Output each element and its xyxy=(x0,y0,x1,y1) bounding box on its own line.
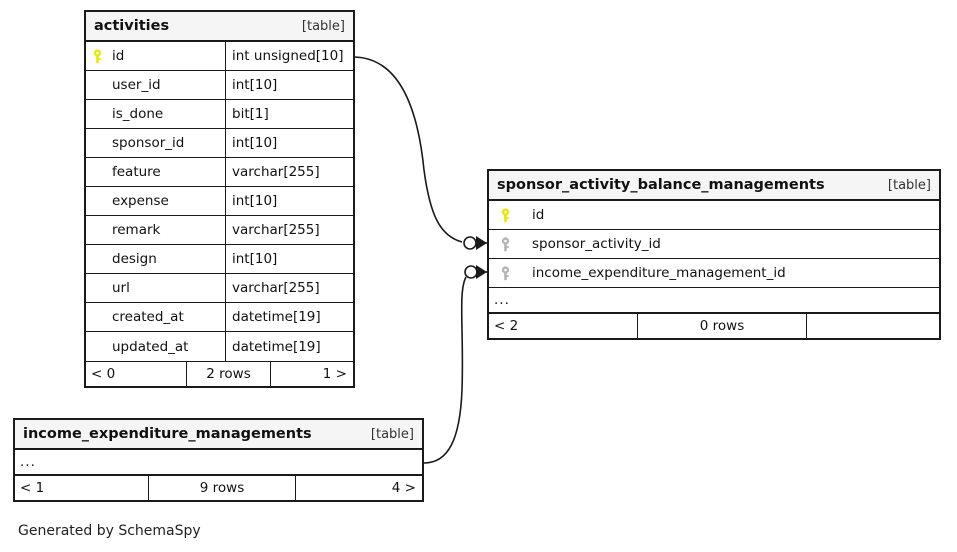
table-row[interactable]: updated_at datetime[19] xyxy=(86,332,353,361)
column-name: income_expenditure_management_id xyxy=(532,265,786,281)
cardinality-zero-circle xyxy=(464,265,478,279)
cardinality-zero-circle xyxy=(463,236,477,250)
column-type: int[10] xyxy=(225,129,353,157)
table-row[interactable]: design int[10] xyxy=(86,245,353,274)
table-row[interactable]: expense int[10] xyxy=(86,187,353,216)
table-activities-header: activities [table] xyxy=(86,12,353,42)
table-truncated-indicator: ... xyxy=(489,288,939,313)
column-type: datetime[19] xyxy=(225,303,353,331)
column-type: int[10] xyxy=(225,187,353,215)
column-name: design xyxy=(112,251,157,267)
footer-row-count: 9 rows xyxy=(148,476,296,500)
table-income-expenditure-managements-tag: [table] xyxy=(370,426,414,442)
column-name: updated_at xyxy=(112,338,189,355)
table-sponsor-activity-balance-managements-title: sponsor_activity_balance_managements xyxy=(497,177,825,193)
column-name: created_at xyxy=(112,309,184,325)
column-name: expense xyxy=(112,193,169,209)
primary-key-icon xyxy=(86,48,108,64)
table-truncated-indicator: ... xyxy=(15,450,422,475)
column-name: sponsor_activity_id xyxy=(532,236,661,252)
footer-row-count: 0 rows xyxy=(637,314,807,338)
column-name: url xyxy=(112,280,130,296)
footer-next[interactable]: 1 > xyxy=(322,366,347,382)
column-name: user_id xyxy=(112,77,161,93)
generated-by-caption: Generated by SchemaSpy xyxy=(18,523,201,539)
footer-prev[interactable]: < 1 xyxy=(20,480,45,496)
column-name: feature xyxy=(112,164,161,180)
column-name: sponsor_id xyxy=(112,135,185,151)
table-row[interactable]: remark varchar[255] xyxy=(86,216,353,245)
column-type: int[10] xyxy=(225,245,353,273)
footer-next[interactable] xyxy=(807,314,939,338)
table-sponsor-activity-balance-managements[interactable]: sponsor_activity_balance_managements [ta… xyxy=(487,169,941,340)
table-row[interactable]: created_at datetime[19] xyxy=(86,303,353,332)
footer-prev[interactable]: < 2 xyxy=(494,318,519,334)
primary-key-icon xyxy=(494,207,516,223)
column-type: varchar[255] xyxy=(225,274,353,302)
column-type: bit[1] xyxy=(225,100,353,128)
table-income-expenditure-managements-title: income_expenditure_managements xyxy=(23,426,312,442)
table-row[interactable]: sponsor_activity_id xyxy=(489,230,939,259)
table-row[interactable]: is_done bit[1] xyxy=(86,100,353,129)
table-row[interactable]: url varchar[255] xyxy=(86,274,353,303)
table-row[interactable]: feature varchar[255] xyxy=(86,158,353,187)
relationship-income-expenditure-to-management-id xyxy=(423,265,487,464)
table-activities-columns: id int unsigned[10] user_id int[10] is_d… xyxy=(86,42,353,361)
table-row[interactable]: id xyxy=(489,201,939,230)
table-activities-title: activities xyxy=(94,18,170,34)
table-row[interactable]: id int unsigned[10] xyxy=(86,42,353,71)
table-activities-footer: < 0 2 rows 1 > xyxy=(86,361,353,386)
table-row[interactable]: sponsor_id int[10] xyxy=(86,129,353,158)
column-type: int unsigned[10] xyxy=(225,42,353,70)
table-activities[interactable]: activities [table] id int xyxy=(84,10,355,388)
cardinality-many-fork xyxy=(476,265,487,279)
foreign-key-icon xyxy=(494,236,516,252)
foreign-key-icon xyxy=(494,265,516,281)
footer-row-count: 2 rows xyxy=(186,362,271,386)
table-income-expenditure-managements[interactable]: income_expenditure_managements [table] .… xyxy=(13,418,424,502)
table-activities-tag: [table] xyxy=(301,18,345,34)
table-sponsor-activity-balance-managements-columns: id sponsor_activity_id xyxy=(489,201,939,313)
relationship-activities-id-to-sponsor-activity-id xyxy=(353,56,487,250)
table-sponsor-activity-balance-managements-header: sponsor_activity_balance_managements [ta… xyxy=(489,171,939,201)
column-name: remark xyxy=(112,222,161,238)
column-name: id xyxy=(532,207,545,223)
table-row[interactable]: income_expenditure_management_id xyxy=(489,259,939,288)
footer-next[interactable]: 4 > xyxy=(391,480,416,496)
table-row[interactable]: user_id int[10] xyxy=(86,71,353,100)
column-type: varchar[255] xyxy=(225,158,353,186)
column-type: varchar[255] xyxy=(225,216,353,244)
table-income-expenditure-managements-header: income_expenditure_managements [table] xyxy=(15,420,422,450)
column-type: int[10] xyxy=(225,71,353,99)
table-income-expenditure-managements-footer: < 1 9 rows 4 > xyxy=(15,475,422,500)
column-name: id xyxy=(112,48,125,64)
column-type: datetime[19] xyxy=(225,332,353,361)
footer-prev[interactable]: < 0 xyxy=(91,366,116,382)
table-sponsor-activity-balance-managements-footer: < 2 0 rows xyxy=(489,313,939,338)
table-sponsor-activity-balance-managements-tag: [table] xyxy=(887,177,931,193)
column-name: is_done xyxy=(112,106,164,122)
cardinality-many-fork xyxy=(476,236,487,250)
